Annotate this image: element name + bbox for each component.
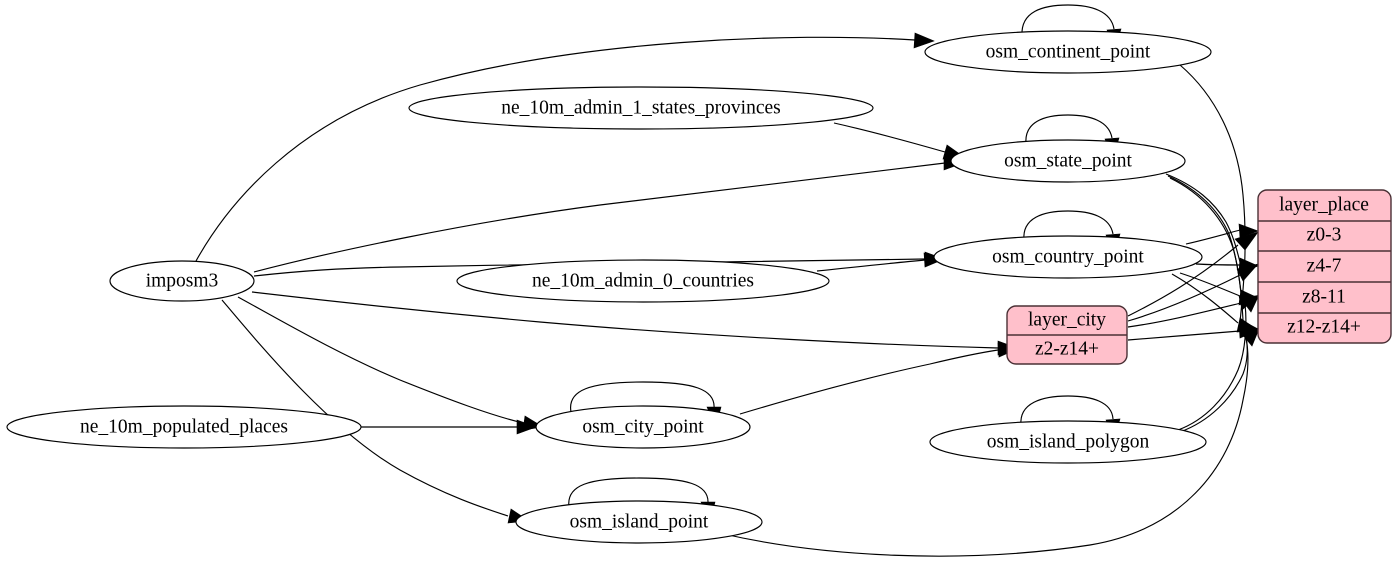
node-label-osm-city-point: osm_city_point: [582, 416, 704, 437]
edge-osm-state-point-to-layer-place-z4: [1165, 173, 1241, 263]
node-label-ne-countries: ne_10m_admin_0_countries: [532, 270, 754, 291]
record-row-layer-place-z0-3[interactable]: z0-3: [1307, 224, 1342, 245]
edge-osm-island-point-to-layer-place-z12: [723, 337, 1249, 557]
edge-osm-country-point-to-layer-place-z8: [1179, 272, 1241, 297]
node-label-imposm3: imposm3: [146, 270, 219, 291]
node-layer: imposm3 ne_10m_admin_1_states_provinces …: [6, 30, 1212, 544]
edge-imposm3-to-osm-state-point: [253, 162, 946, 273]
node-ne-10m-populated-places[interactable]: ne_10m_populated_places: [6, 405, 362, 449]
node-layer-place[interactable]: layer_place z0-3 z4-7 z8-11 z12-z14+: [1257, 189, 1392, 344]
edge-self-loop-osm-country-point: [1023, 210, 1114, 241]
edge-layer-city-to-layer-place-z0: [1127, 244, 1239, 317]
edge-osm-island-polygon-to-layer-place-z12: [1179, 336, 1248, 433]
record-row-layer-place-z8-11[interactable]: z8-11: [1302, 286, 1346, 307]
record-row-layer-place-z4-7[interactable]: z4-7: [1307, 255, 1342, 276]
edge-imposm3-to-layer-city: [251, 291, 999, 349]
record-title-layer-place: layer_place: [1279, 194, 1369, 215]
edge-osm-continent-point-to-layer-place-z12: [1179, 64, 1246, 323]
edge-osm-country-point-to-layer-place-z12: [1171, 273, 1239, 324]
record-row-layer-place-z12-z14[interactable]: z12-z14+: [1287, 316, 1361, 337]
edge-imposm3-to-osm-island-point: [221, 299, 509, 517]
edge-osm-country-point-to-layer-place-z0: [1185, 229, 1241, 245]
node-osm-continent-point[interactable]: osm_continent_point: [924, 30, 1212, 74]
edge-osm-state-point-to-layer-place-z8: [1167, 175, 1242, 293]
edge-layer-city-to-layer-place-z4: [1127, 274, 1241, 322]
edge-self-loop-osm-city-point: [570, 381, 715, 413]
edge-self-loop-osm-continent-point: [1021, 4, 1115, 36]
edge-osm-island-polygon-to-layer-place-z8: [1177, 303, 1247, 431]
edge-ne-states-to-osm-state-point: [833, 122, 946, 153]
record-title-layer-city: layer_city: [1028, 309, 1106, 330]
node-osm-country-point[interactable]: osm_country_point: [933, 235, 1203, 279]
node-imposm3[interactable]: imposm3: [109, 260, 255, 302]
node-ne-10m-admin-0-countries[interactable]: ne_10m_admin_0_countries: [456, 259, 830, 303]
arrowhead-layer-city-layer-place-z0: [1234, 231, 1259, 251]
edge-layer-city-to-layer-place-z12: [1127, 330, 1241, 341]
node-osm-island-polygon[interactable]: osm_island_polygon: [929, 420, 1207, 464]
edge-imposm3-to-osm-continent-point: [195, 36, 916, 262]
node-layer-city[interactable]: layer_city z2-z14+: [1006, 305, 1128, 365]
record-node-layer: layer_city z2-z14+ layer_place z0-3 z4-7…: [1006, 189, 1392, 365]
edge-self-loop-osm-state-point: [1025, 114, 1113, 145]
arrowhead-osm-island-point-layer-place-z12: [1241, 328, 1260, 347]
arrowhead-ne-populated-osm-city-point: [516, 419, 537, 435]
edge-self-loop-osm-island-polygon: [1020, 395, 1114, 426]
edge-imposm3-to-osm-country-point: [253, 258, 926, 277]
node-osm-state-point[interactable]: osm_state_point: [950, 139, 1186, 183]
node-label-ne-populated: ne_10m_populated_places: [80, 416, 288, 437]
edge-self-loop-osm-island-point: [568, 477, 709, 508]
node-osm-island-point[interactable]: osm_island_point: [515, 500, 763, 544]
edge-layer-city-to-layer-place-z8: [1127, 302, 1242, 328]
node-label-osm-country-point: osm_country_point: [992, 246, 1144, 267]
edge-ne-countries-to-osm-country-point: [816, 259, 926, 272]
arrowhead-layer-city-layer-place-z4: [1236, 263, 1259, 282]
node-osm-city-point[interactable]: osm_city_point: [535, 405, 751, 449]
arrowhead-imposm3-osm-continent-point: [913, 32, 935, 49]
node-label-osm-continent-point: osm_continent_point: [986, 41, 1151, 62]
record-row-layer-city-z2[interactable]: z2-z14+: [1035, 338, 1099, 359]
node-label-osm-island-polygon: osm_island_polygon: [987, 431, 1150, 452]
edge-imposm3-to-osm-city-point: [237, 296, 524, 424]
node-ne-10m-admin-1-states-provinces[interactable]: ne_10m_admin_1_states_provinces: [408, 86, 874, 130]
arrowhead-osm-island-polygon-layer-place-z8: [1241, 294, 1260, 313]
node-label-ne-states: ne_10m_admin_1_states_provinces: [501, 97, 780, 118]
node-label-osm-state-point: osm_state_point: [1004, 150, 1132, 171]
edge-osm-country-point-to-layer-place-z4: [1195, 263, 1241, 266]
node-label-osm-island-point: osm_island_point: [570, 511, 709, 532]
edge-osm-city-point-to-layer-city: [739, 349, 999, 415]
